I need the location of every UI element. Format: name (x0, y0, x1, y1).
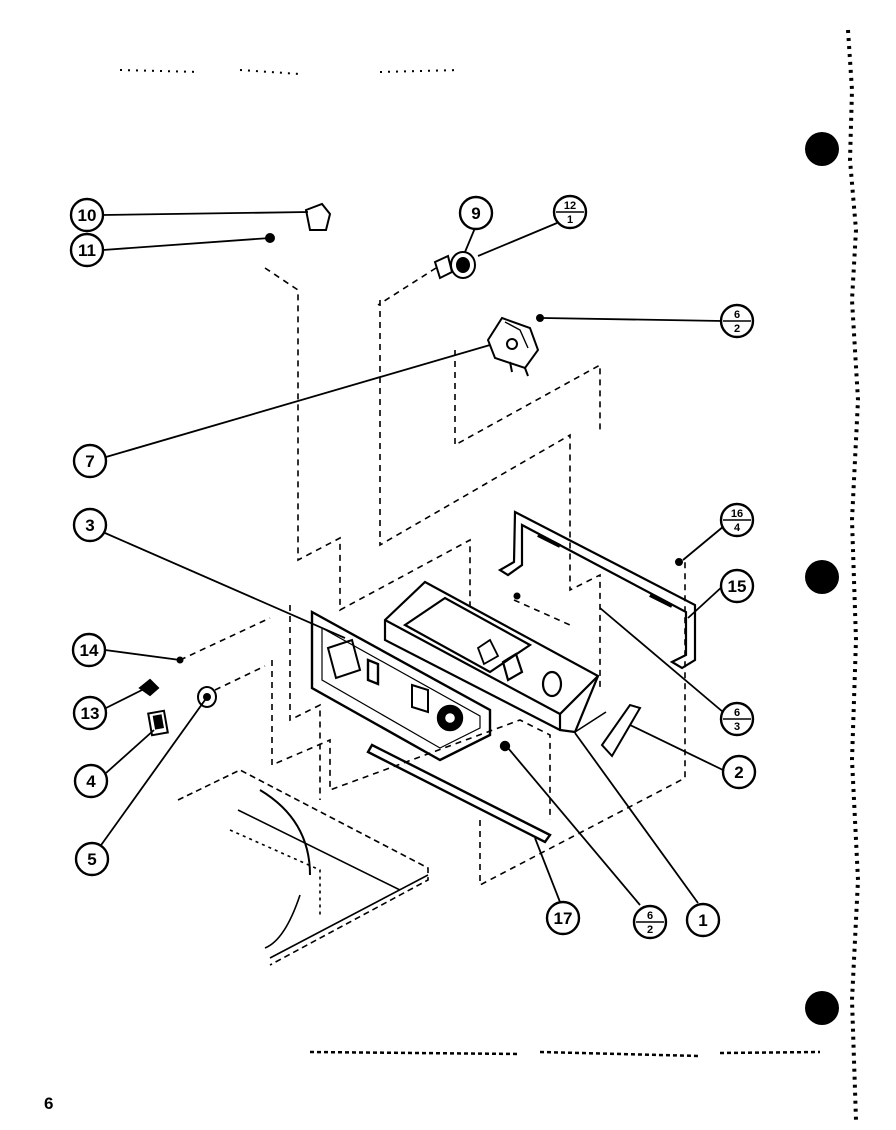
punch-hole-bottom (805, 991, 839, 1025)
callout-c1: 1 (685, 902, 721, 938)
leader-lines (98, 211, 725, 906)
callout-label-top: 16 (731, 508, 743, 520)
callout-label-bottom: 2 (647, 924, 653, 936)
callout-label: 1 (698, 911, 707, 930)
selector-switch (433, 251, 476, 280)
callout-label-bottom: 3 (734, 721, 740, 733)
callout-label: 10 (78, 206, 97, 225)
callout-c2: 2 (721, 754, 757, 790)
small-hardware (138, 558, 683, 737)
callout-label: 7 (85, 452, 94, 471)
callout-c5: 5 (74, 841, 110, 877)
callout-c6-2b: 6 2 (632, 904, 668, 940)
console-backguard (383, 580, 607, 734)
terminal-block (265, 202, 332, 243)
callout-c16-4: 16 4 (719, 502, 755, 538)
callout-label-top: 12 (564, 200, 576, 212)
callout-c4: 4 (73, 763, 109, 799)
callout-c14: 14 (71, 632, 107, 668)
callout-label: 2 (734, 763, 743, 782)
callout-label: 13 (81, 704, 100, 723)
callout-c7: 7 (72, 443, 108, 479)
callout-label: 9 (471, 204, 480, 223)
callout-label: 17 (554, 909, 573, 928)
callout-c10: 10 (69, 197, 105, 233)
page-number: 6 (44, 1094, 54, 1113)
callout-label-bottom: 1 (567, 214, 573, 226)
bottom-rail (366, 743, 552, 844)
callout-c6-3: 6 3 (719, 701, 755, 737)
callout-c17: 17 (545, 900, 581, 936)
callout-label: 4 (86, 772, 96, 791)
cabinet-top-outline (177, 769, 429, 966)
trim-strip (600, 703, 642, 758)
callout-c6-2a: 6 2 (719, 303, 755, 339)
callout-label-bottom: 2 (734, 323, 740, 335)
backguard-bracket (497, 510, 697, 670)
callout-label-top: 6 (647, 910, 653, 922)
callout-label-top: 6 (734, 309, 740, 321)
callout-c3: 3 (72, 507, 108, 543)
callout-c15: 15 (719, 568, 755, 604)
dashed-assembly-lines (179, 267, 686, 887)
control-panel-face (310, 609, 511, 762)
callout-c9: 9 (458, 195, 494, 231)
punch-hole-top (805, 132, 839, 166)
callout-label: 3 (85, 516, 94, 535)
callout-c11: 11 (69, 232, 105, 268)
callout-c13: 13 (72, 695, 108, 731)
callout-label-bottom: 4 (734, 522, 741, 534)
callout-c12-1: 12 1 (552, 194, 588, 230)
callout-label: 14 (80, 641, 99, 660)
punch-hole-middle (805, 560, 839, 594)
callout-label: 5 (87, 850, 96, 869)
callout-label-top: 6 (734, 707, 740, 719)
callout-label: 15 (728, 577, 747, 596)
scan-edge-noise (119, 29, 861, 1121)
timer-assembly (486, 314, 544, 377)
callout-label: 11 (78, 241, 96, 260)
